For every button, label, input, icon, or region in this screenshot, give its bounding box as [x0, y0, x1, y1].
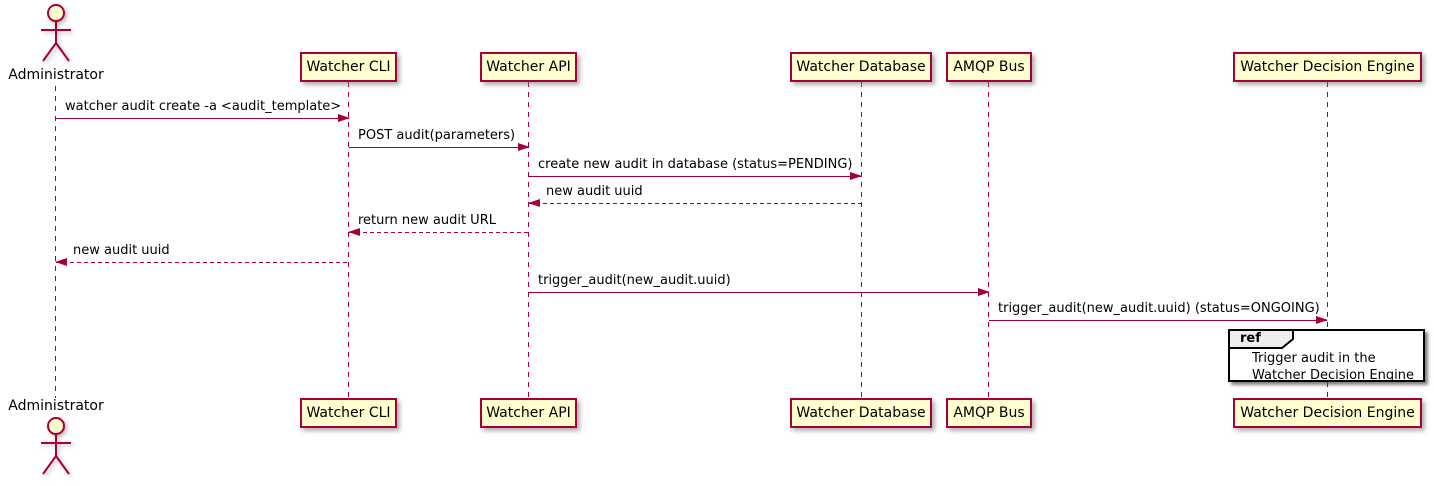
message-4: new audit uuid [528, 184, 861, 207]
arrowhead-icon [338, 114, 350, 122]
arrowhead-icon [348, 228, 360, 236]
participant-amqp-bus-top: AMQP Bus [946, 52, 1032, 82]
ref-fragment: ref Trigger audit in the Watcher Decisio… [1228, 329, 1425, 384]
message-7: trigger_audit(new_audit.uuid) [529, 273, 990, 296]
actor-icon [41, 417, 71, 475]
message-3-line [529, 172, 862, 180]
lifeline-administrator [55, 86, 56, 398]
actor-label-top: Administrator [8, 67, 104, 83]
message-3-text: create new audit in database (status=PEN… [538, 157, 853, 172]
message-7-line [529, 288, 990, 296]
arrowhead-icon [55, 258, 67, 266]
arrowhead-icon [518, 143, 530, 151]
message-1: watcher audit create -a <audit_template> [56, 99, 350, 122]
message-8: trigger_audit(new_audit.uuid) (status=ON… [989, 301, 1328, 324]
actor-label-bottom: Administrator [8, 398, 104, 414]
message-7-text: trigger_audit(new_audit.uuid) [538, 273, 731, 288]
arrowhead-icon [1316, 316, 1328, 324]
participant-watcher-database-top: Watcher Database [790, 52, 932, 82]
lifeline-watcher-api [528, 82, 529, 398]
ref-text: Trigger audit in the Watcher Decision En… [1252, 350, 1414, 384]
message-3: create new audit in database (status=PEN… [529, 157, 862, 180]
message-8-text: trigger_audit(new_audit.uuid) (status=ON… [998, 301, 1320, 316]
participant-watcher-decision-engine-top: Watcher Decision Engine [1233, 52, 1422, 82]
ref-keyword: ref [1240, 331, 1261, 346]
message-2: POST audit(parameters) [349, 128, 530, 151]
message-4-text: new audit uuid [546, 184, 643, 199]
lifeline-amqp-bus [988, 82, 989, 398]
ref-tab-icon [1228, 329, 1294, 349]
message-4-line [528, 199, 861, 207]
message-6-text: new audit uuid [73, 243, 170, 258]
participant-watcher-cli-top: Watcher CLI [300, 52, 397, 82]
message-2-line [349, 143, 530, 151]
message-5-line [348, 228, 529, 236]
arrowhead-icon [978, 288, 990, 296]
lifeline-watcher-decision-engine [1327, 82, 1328, 398]
lifeline-watcher-database [861, 82, 862, 398]
participant-watcher-database-bottom: Watcher Database [790, 398, 932, 428]
message-8-line [989, 316, 1328, 324]
ref-text-line1: Trigger audit in the [1252, 351, 1376, 366]
actor-icon [41, 4, 71, 62]
participant-watcher-api-bottom: Watcher API [480, 398, 577, 428]
arrowhead-icon [850, 172, 862, 180]
lifeline-watcher-cli [348, 82, 349, 398]
participant-watcher-cli-bottom: Watcher CLI [300, 398, 397, 428]
participant-watcher-decision-engine-bottom: Watcher Decision Engine [1233, 398, 1422, 428]
message-5: return new audit URL [348, 213, 529, 236]
message-2-text: POST audit(parameters) [358, 128, 516, 143]
message-6-line [55, 258, 349, 266]
message-6: new audit uuid [55, 243, 349, 266]
participant-amqp-bus-bottom: AMQP Bus [946, 398, 1032, 428]
ref-text-line2: Watcher Decision Engine [1252, 368, 1414, 383]
message-1-text: watcher audit create -a <audit_template> [65, 99, 342, 114]
arrowhead-icon [528, 199, 540, 207]
message-5-text: return new audit URL [358, 213, 496, 228]
participant-watcher-api-top: Watcher API [480, 52, 577, 82]
message-1-line [56, 114, 350, 122]
